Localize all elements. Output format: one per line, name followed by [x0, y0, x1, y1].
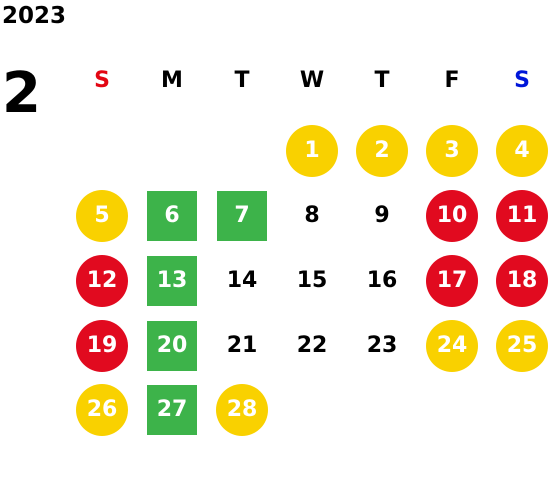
- day-16[interactable]: 16: [366, 268, 398, 293]
- day-20[interactable]: 20: [147, 321, 197, 371]
- weekday-label: T: [234, 68, 250, 93]
- day-23[interactable]: 23: [366, 333, 398, 358]
- day-15[interactable]: 15: [296, 268, 328, 293]
- day-8[interactable]: 8: [304, 203, 320, 228]
- day-11[interactable]: 11: [496, 190, 548, 242]
- weekday-label: M: [161, 68, 183, 93]
- weekday-label: T: [374, 68, 390, 93]
- day-21[interactable]: 21: [226, 333, 258, 358]
- month-number: 2: [2, 61, 41, 126]
- day-5[interactable]: 5: [76, 190, 128, 242]
- day-13[interactable]: 13: [147, 256, 197, 306]
- day-28[interactable]: 28: [216, 384, 268, 436]
- day-22[interactable]: 22: [296, 333, 328, 358]
- day-25[interactable]: 25: [496, 320, 548, 372]
- day-10[interactable]: 10: [426, 190, 478, 242]
- weekday-label: W: [299, 68, 325, 93]
- day-6[interactable]: 6: [147, 191, 197, 241]
- day-12[interactable]: 12: [76, 255, 128, 307]
- year-label: 2023: [2, 3, 67, 29]
- day-1[interactable]: 1: [286, 125, 338, 177]
- day-18[interactable]: 18: [496, 255, 548, 307]
- day-19[interactable]: 19: [76, 320, 128, 372]
- weekday-label: S: [514, 68, 530, 93]
- weekday-label: F: [444, 68, 460, 93]
- day-7[interactable]: 7: [217, 191, 267, 241]
- day-14[interactable]: 14: [226, 268, 258, 293]
- day-2[interactable]: 2: [356, 125, 408, 177]
- weekday-label: S: [94, 68, 110, 93]
- day-4[interactable]: 4: [496, 125, 548, 177]
- day-9[interactable]: 9: [374, 203, 390, 228]
- day-26[interactable]: 26: [76, 384, 128, 436]
- day-3[interactable]: 3: [426, 125, 478, 177]
- day-24[interactable]: 24: [426, 320, 478, 372]
- day-17[interactable]: 17: [426, 255, 478, 307]
- day-27[interactable]: 27: [147, 385, 197, 435]
